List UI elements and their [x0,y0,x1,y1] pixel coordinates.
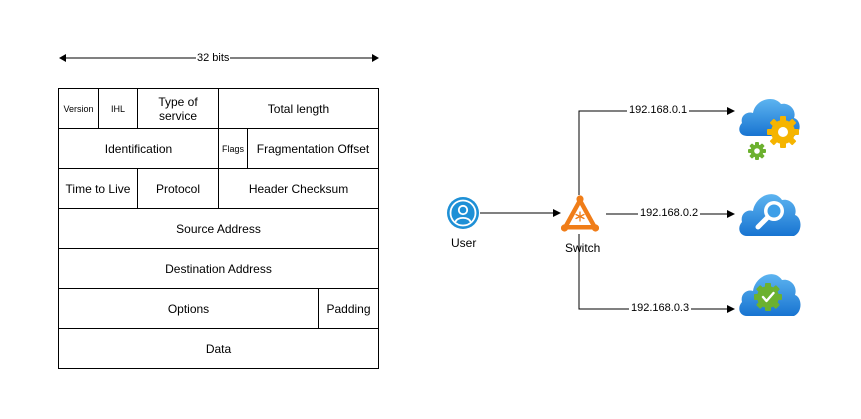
edge-switch-cloud3 [578,234,735,313]
switch-icon [561,195,599,232]
cell-header-checksum: Header Checksum [218,168,379,209]
switch-label: Switch [565,241,601,255]
cell-identification: Identification [58,128,219,169]
cloud-search-icon [739,194,801,236]
cell-fragmentation-offset: Fragmentation Offset [247,128,379,169]
cell-padding: Padding [318,288,379,329]
edge-switch-cloud1 [578,107,735,195]
bits-label: 32 bits [196,52,231,64]
cell-source-address: Source Address [58,208,379,249]
ip-label-3: 192.168.0.3 [629,302,692,314]
ip-label-2: 192.168.0.2 [638,207,701,219]
cell-protocol: Protocol [137,168,219,209]
cloud-check-icon [739,274,801,316]
cell-destination-address: Destination Address [58,248,379,289]
cell-time-to-live: Time to Live [58,168,138,209]
cell-data: Data [58,328,379,369]
user-icon [447,197,479,229]
cell-version: Version [58,88,99,129]
cell-flags: Flags [218,128,248,169]
ip-label-1: 192.168.0.1 [627,104,690,116]
cloud-gear-icon [739,98,800,160]
user-label: User [451,236,477,250]
cell-total-length: Total length [218,88,379,129]
